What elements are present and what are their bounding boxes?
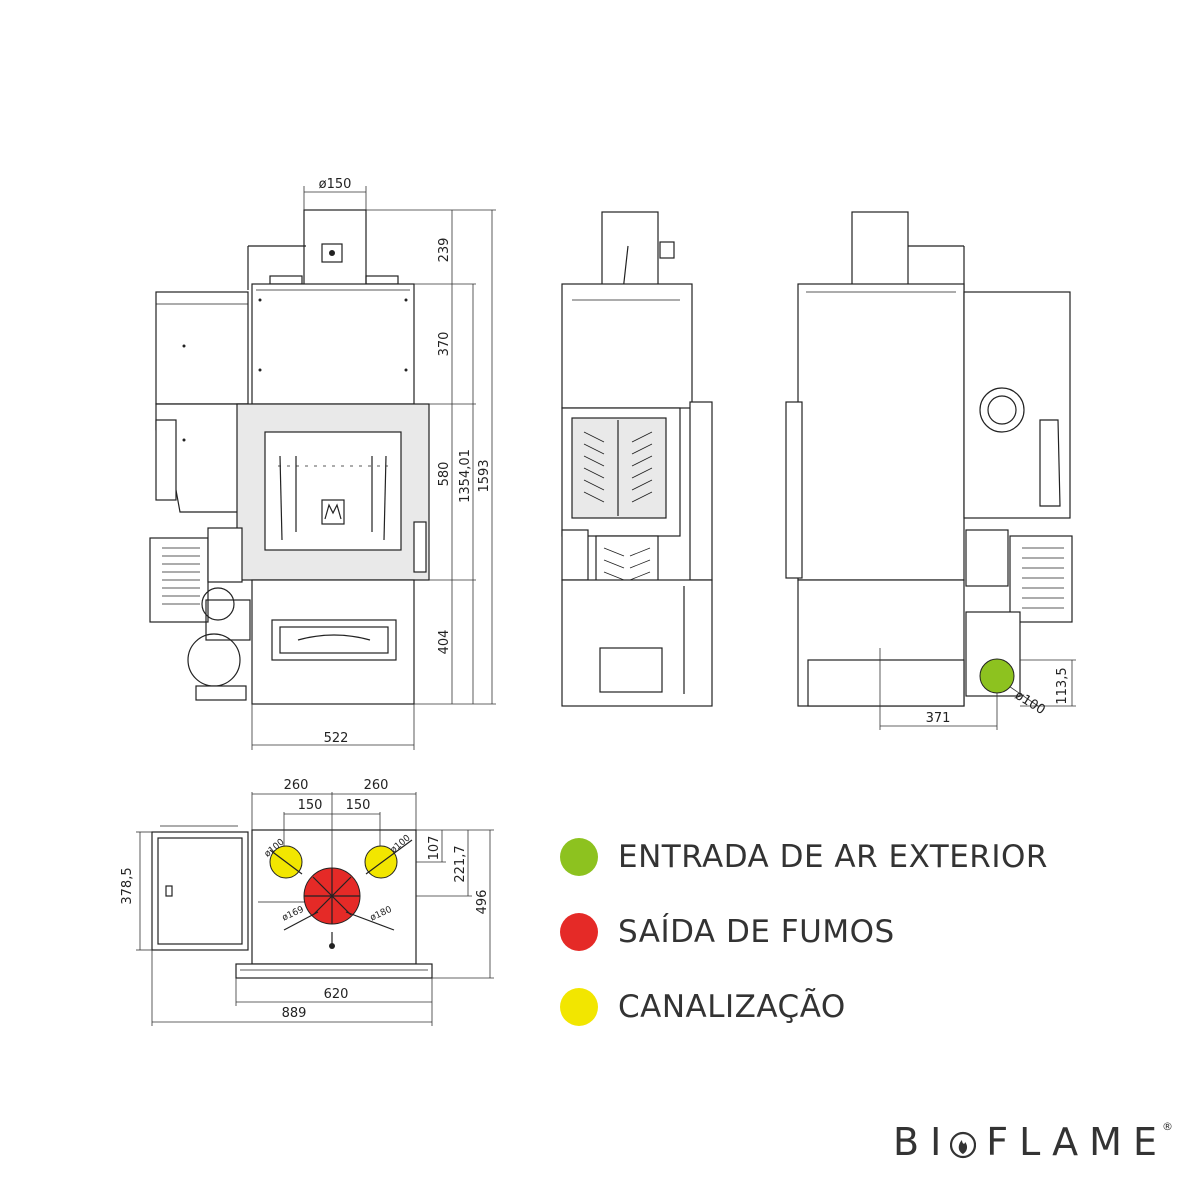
dim-height-mid-total: 1354,01 xyxy=(458,449,473,503)
dim-height-upper: 370 xyxy=(437,332,452,357)
legend-label-ducting: CANALIZAÇÃO xyxy=(618,989,846,1025)
dim-height-lower: 404 xyxy=(437,630,452,655)
legend-item-ducting: CANALIZAÇÃO xyxy=(560,987,1120,1027)
dim-height-window: 580 xyxy=(437,462,452,487)
dim-flue-offset: 221,7 xyxy=(453,845,468,882)
registered-mark: ® xyxy=(1161,1120,1173,1133)
legend-dot-air-inlet xyxy=(560,838,598,876)
legend-label-flue-exit: SAÍDA DE FUMOS xyxy=(618,914,895,950)
dim-hopper-depth: 378,5 xyxy=(120,867,135,904)
dim-flue-diameter: ø150 xyxy=(319,177,352,192)
legend-label-air-inlet: ENTRADA DE AR EXTERIOR xyxy=(618,839,1048,875)
dim-height-top: 239 xyxy=(437,238,452,263)
dim-top-inner-left: 150 xyxy=(298,798,323,813)
dim-top-inner-right: 150 xyxy=(346,798,371,813)
side-view xyxy=(561,211,713,707)
bioflame-logo: BI FLAME ® xyxy=(893,1118,1173,1166)
legend-item-air-inlet: ENTRADA DE AR EXTERIOR xyxy=(560,837,1120,877)
brand-text-left: BI xyxy=(893,1120,953,1164)
dim-inlet-diameter: ø100 xyxy=(1012,688,1048,718)
dim-depth-total: 496 xyxy=(475,890,490,915)
dim-duct-offset: 107 xyxy=(427,836,442,861)
dim-inlet-height: 113,5 xyxy=(1055,667,1070,704)
dim-width-body: 522 xyxy=(324,731,349,746)
dim-height-total: 1593 xyxy=(477,459,492,492)
dim-top-outer-right: 260 xyxy=(364,778,389,793)
legend-dot-flue-exit xyxy=(560,913,598,951)
legend-dot-ducting xyxy=(560,988,598,1026)
flue-cross-lines xyxy=(269,839,413,931)
dim-top-outer-left: 260 xyxy=(284,778,309,793)
duct-right-marker xyxy=(364,845,398,879)
air-inlet-marker xyxy=(979,658,1015,694)
legend-item-flue-exit: SAÍDA DE FUMOS xyxy=(560,912,1120,952)
dim-top-width-body: 620 xyxy=(324,987,349,1002)
dim-inlet-offset: 371 xyxy=(926,711,951,726)
flame-icon xyxy=(950,1131,977,1159)
back-view xyxy=(785,211,1076,730)
front-view xyxy=(149,186,496,750)
brand-text-right: FLAME xyxy=(986,1120,1168,1164)
dim-top-width-total: 889 xyxy=(282,1006,307,1021)
